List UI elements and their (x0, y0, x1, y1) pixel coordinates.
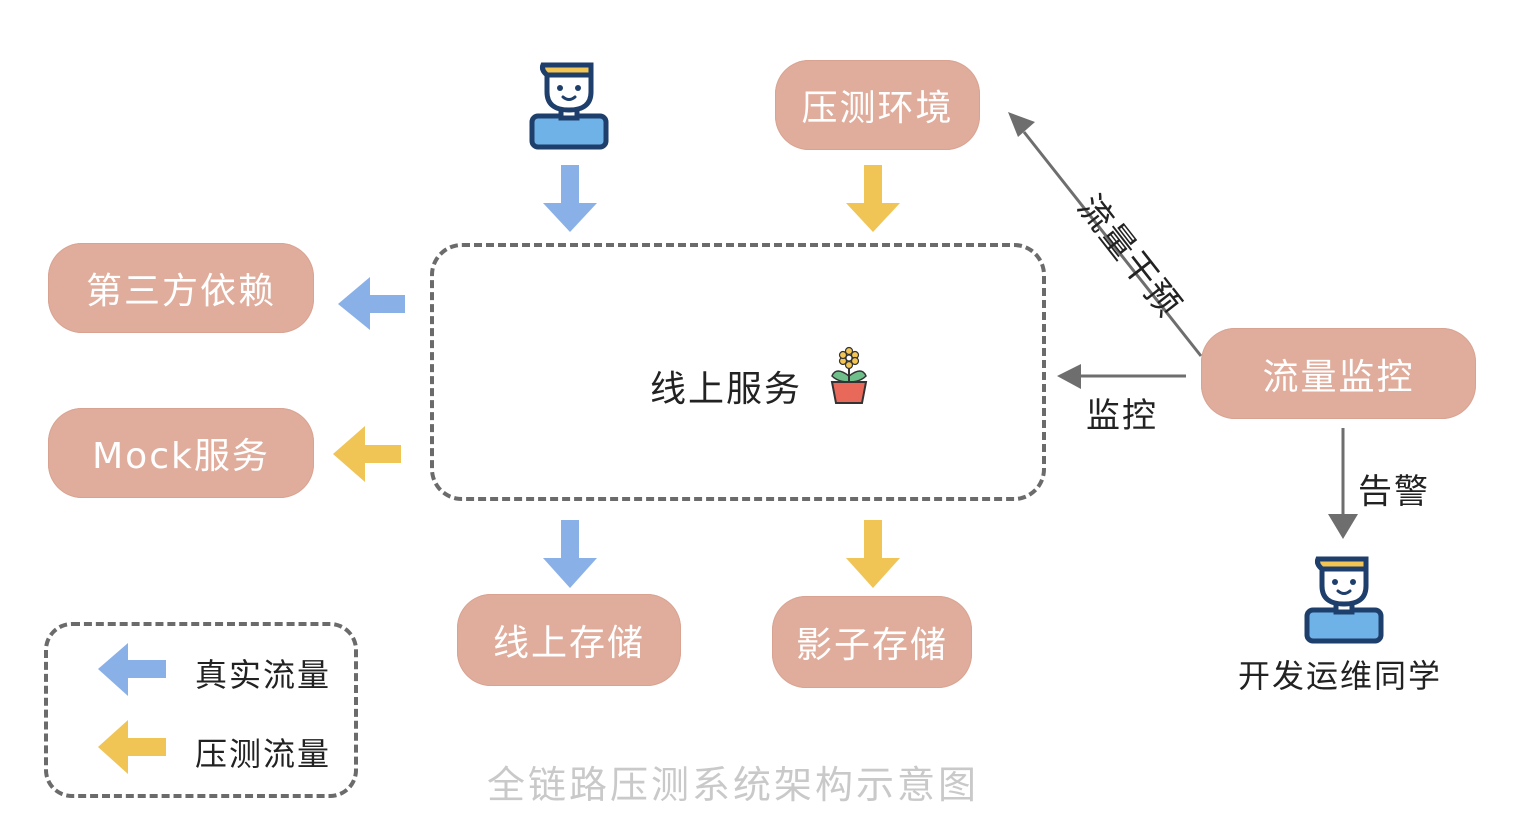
real-traffic-arrow-third-party (338, 277, 405, 330)
real-traffic-arrow-storage (543, 520, 597, 588)
legend-stress-traffic-label: 压测流量 (195, 735, 332, 773)
mock-service-node: Mock服务 (48, 408, 314, 498)
shadow-storage-label: 影子存储 (795, 625, 948, 666)
mock-service-label: Mock服务 (92, 436, 270, 477)
stress-traffic-arrow-mock (333, 426, 401, 482)
third-party-label: 第三方依赖 (85, 271, 276, 312)
stress-env-node: 压测环境 (775, 60, 980, 150)
third-party-node: 第三方依赖 (48, 243, 314, 333)
devops-label: 开发运维同学 (1238, 657, 1443, 695)
devops-avatar-icon (1304, 556, 1384, 644)
alert-label: 告警 (1358, 472, 1430, 512)
legend-real-arrow (98, 643, 166, 696)
legend-real-traffic-label: 真实流量 (195, 656, 332, 694)
stress-env-label: 压测环境 (801, 88, 954, 129)
legend-box (44, 622, 358, 798)
online-service-label: 线上服务 (650, 369, 803, 410)
monitor-arrow (1057, 364, 1186, 389)
real-traffic-arrow-in (543, 165, 597, 232)
traffic-intervention-arrow (1008, 112, 1203, 357)
stress-traffic-arrow-shadow-storage (846, 520, 900, 588)
traffic-monitor-node: 流量监控 (1201, 328, 1476, 419)
online-storage-label: 线上存储 (492, 623, 645, 664)
online-service-boundary (430, 243, 1046, 501)
flower-pot-icon (830, 346, 868, 404)
user-avatar-icon (529, 62, 609, 150)
stress-traffic-arrow-in (846, 165, 900, 232)
traffic-monitor-label: 流量监控 (1262, 356, 1415, 398)
monitor-label: 监控 (1086, 396, 1158, 436)
legend-stress-arrow (98, 720, 166, 774)
online-storage-node: 线上存储 (457, 594, 681, 686)
diagram-caption: 全链路压测系统架构示意图 (487, 763, 980, 807)
shadow-storage-node: 影子存储 (772, 596, 972, 688)
alert-arrow (1328, 428, 1358, 539)
